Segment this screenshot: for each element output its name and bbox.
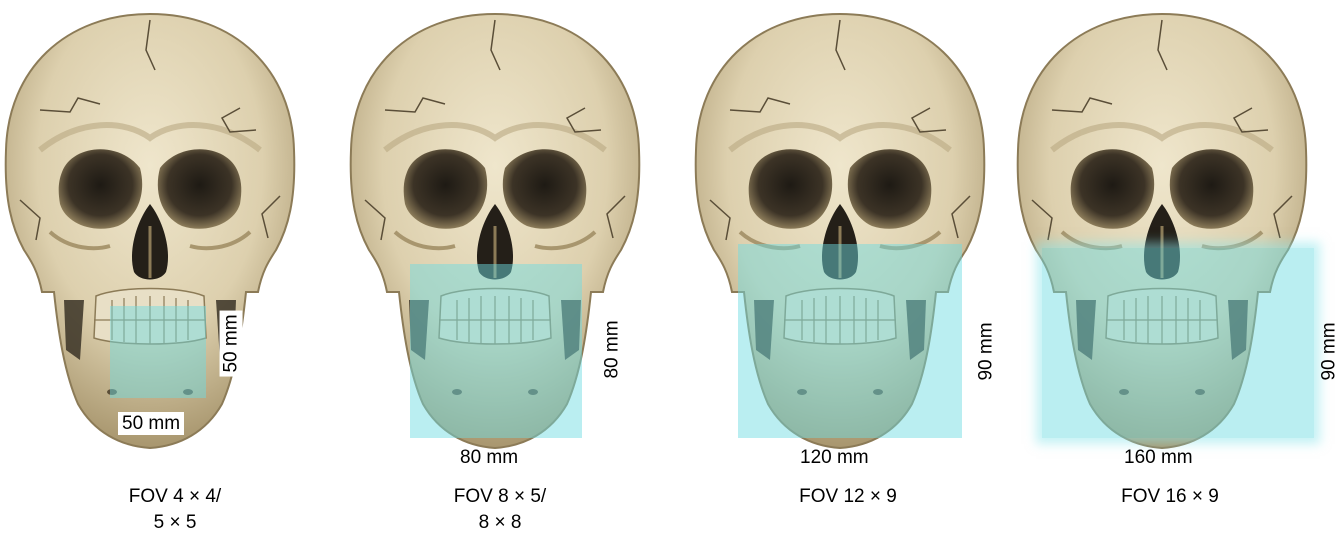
fov-region-overlay <box>110 306 206 398</box>
height-dimension-label: 90 mm <box>977 322 996 380</box>
fov-panel-12x9: 90 mm 120 mm FOV 12 × 9 <box>690 0 990 532</box>
fov-caption: FOV 16 × 9 <box>1050 484 1290 510</box>
fov-caption-line-1: FOV 12 × 9 <box>728 484 968 510</box>
width-dimension-label: 160 mm <box>1124 448 1193 467</box>
fov-caption-line-2: 8 × 8 <box>380 510 620 536</box>
height-dimension-label: 80 mm <box>603 320 622 378</box>
fov-caption: FOV 12 × 9 <box>728 484 968 510</box>
fov-panel-16x9: 90 mm 160 mm FOV 16 × 9 <box>1012 0 1340 532</box>
width-dimension-label: 80 mm <box>460 448 518 467</box>
fov-region-overlay <box>1042 248 1314 438</box>
fov-caption: FOV 8 × 5/ 8 × 8 <box>380 484 620 536</box>
fov-caption-line-1: FOV 8 × 5/ <box>380 484 620 510</box>
fov-region-overlay <box>410 264 582 438</box>
fov-caption-line-1: FOV 4 × 4/ <box>55 484 295 510</box>
height-dimension-label: 90 mm <box>1320 322 1339 380</box>
height-dimension-label: 50 mm <box>220 310 243 376</box>
fov-caption-line-1: FOV 16 × 9 <box>1050 484 1290 510</box>
fov-caption: FOV 4 × 4/ 5 × 5 <box>55 484 295 536</box>
fov-region-overlay <box>738 244 962 438</box>
fov-panel-4x4: 50 mm 50 mm FOV 4 × 4/ 5 × 5 <box>0 0 300 532</box>
fov-caption-line-2: 5 × 5 <box>55 510 295 536</box>
width-dimension-label: 50 mm <box>118 412 184 435</box>
fov-panel-8x5: 80 mm 80 mm FOV 8 × 5/ 8 × 8 <box>345 0 645 532</box>
width-dimension-label: 120 mm <box>800 448 869 467</box>
